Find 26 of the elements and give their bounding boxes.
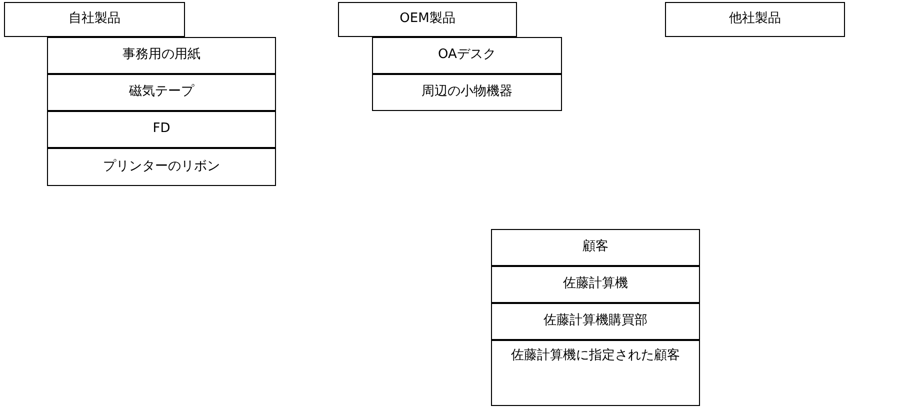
text-box <box>372 74 562 111</box>
box-label: 他社製品 <box>729 10 781 28</box>
box-label: OAデスク <box>438 46 496 64</box>
box-label: 佐藤計算機に指定された顧客 <box>511 347 680 365</box>
box-label: 磁気テープ <box>129 83 194 102</box>
text-box <box>4 2 185 37</box>
box-label: 佐藤計算機 <box>563 275 628 294</box>
box-label: 周辺の小物機器 <box>422 83 512 102</box>
text-box <box>491 229 700 266</box>
box-label: FD <box>152 120 170 138</box>
text-box <box>491 266 700 303</box>
text-box <box>47 111 276 148</box>
text-box <box>665 2 845 37</box>
text-box <box>47 37 276 74</box>
box-label: 事務用の用紙 <box>122 46 200 64</box>
box-label: プリンターのリボン <box>103 158 220 176</box>
box-label: OEM製品 <box>400 10 456 28</box>
text-box <box>47 74 276 111</box>
text-box <box>372 37 562 74</box>
text-box <box>491 303 700 340</box>
text-box <box>47 148 276 186</box>
text-box <box>491 340 700 406</box>
box-label: 自社製品 <box>68 10 120 28</box>
box-label: 佐藤計算機購買部 <box>544 312 648 330</box>
box-label: 顧客 <box>582 238 608 256</box>
text-box <box>338 2 517 37</box>
